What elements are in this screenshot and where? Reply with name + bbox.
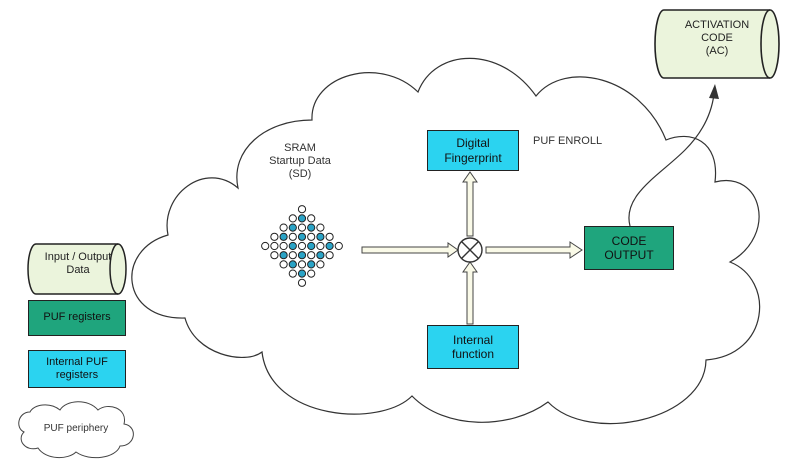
sram-cell-clear — [279, 223, 288, 232]
legend-puf-registers-box: PUF registers — [28, 300, 126, 336]
sram-cell-set — [288, 223, 297, 232]
sram-cell-clear — [297, 205, 307, 214]
sram-cell-set — [297, 232, 307, 241]
sram-cell-clear — [316, 241, 325, 251]
activation-code-line1: ACTIVATION — [684, 19, 750, 31]
sram-cell-set — [279, 232, 288, 241]
sram-cell-clear — [334, 241, 343, 251]
legend-internal-puf-line1: Internal PUF — [46, 355, 108, 368]
legend-io-data-label: Input / Output Data — [30, 251, 126, 277]
legend-io-data-line2: Data — [66, 264, 90, 277]
arrow-internal-to-xor — [462, 261, 478, 325]
legend-internal-puf-line2: registers — [55, 369, 99, 381]
sram-cell-clear — [279, 241, 288, 251]
digital-fingerprint-line2: Fingerprint — [444, 150, 502, 165]
sram-cell-clear — [307, 251, 316, 260]
sram-cell-clear — [325, 232, 334, 241]
sram-cell-clear — [316, 223, 325, 232]
legend-io-data-cylinder — [27, 243, 127, 295]
sram-cell-clear — [288, 269, 297, 278]
sram-cell-set — [325, 241, 334, 251]
sram-cell-set — [288, 241, 297, 251]
arrow-code-to-activation-head — [709, 84, 719, 99]
arrow-xor-to-fingerprint — [462, 171, 478, 237]
sram-cell-clear — [316, 260, 325, 269]
legend-io-data-line1: Input / Output — [44, 251, 112, 263]
sram-cell-clear — [270, 232, 279, 241]
puf-periphery-cloud — [131, 57, 761, 425]
code-output-line2: OUTPUT — [604, 248, 654, 262]
digital-fingerprint-box: Digital Fingerprint — [427, 130, 519, 171]
sram-cell-set — [297, 214, 307, 223]
internal-function-line1: Internal — [452, 332, 494, 347]
sram-cell-clear — [288, 232, 297, 241]
code-output-line1: CODE — [611, 233, 647, 248]
sram-cell-clear — [297, 260, 307, 269]
legend-internal-puf-registers-box: Internal PUF registers — [28, 350, 126, 388]
legend-puf-periphery-label: PUF periphery — [43, 423, 109, 434]
legend-periphery-cloud — [18, 401, 134, 459]
activation-code-line3: (AC) — [705, 45, 729, 58]
sram-cell-clear — [325, 251, 334, 260]
arrow-sram-to-xor — [361, 242, 459, 258]
activation-code-line2: CODE — [701, 32, 733, 45]
sram-cell-clear — [297, 241, 307, 251]
sram-cell-clear — [307, 269, 316, 278]
sram-cell-clear — [288, 251, 297, 260]
activation-code-store — [654, 9, 780, 79]
digital-fingerprint-line1: Digital — [456, 136, 490, 151]
sram-cell-clear — [307, 214, 316, 223]
sram-label-line2: Startup Data — [269, 155, 331, 168]
sram-cell-set — [297, 251, 307, 260]
sram-cell-clear — [261, 241, 270, 251]
sram-cell-clear — [270, 251, 279, 260]
sram-cell-set — [307, 241, 316, 251]
combiner-xor-node — [457, 237, 483, 263]
arrow-code-to-activation — [628, 93, 715, 227]
internal-function-line2: function — [451, 347, 495, 361]
sram-label: SRAM Startup Data (SD) — [250, 142, 350, 182]
sram-cell-set — [316, 251, 325, 260]
arrow-xor-to-code — [485, 241, 583, 259]
sram-cell-set — [297, 269, 307, 278]
sram-cell-lattice — [261, 205, 343, 287]
puf-enroll-label: PUF ENROLL — [533, 135, 603, 147]
sram-cell-clear — [279, 260, 288, 269]
sram-cell-set — [279, 251, 288, 260]
sram-cell-clear — [297, 278, 307, 287]
sram-cell-clear — [307, 232, 316, 241]
legend-puf-registers-label: PUF registers — [43, 311, 111, 324]
internal-function-box: Internal function — [427, 325, 519, 369]
sram-cell-clear — [270, 241, 279, 251]
code-output-box: CODE OUTPUT — [584, 226, 674, 270]
sram-label-line3: (SD) — [288, 168, 312, 181]
sram-cell-set — [307, 223, 316, 232]
sram-cell-set — [316, 232, 325, 241]
sram-label-line1: SRAM — [284, 142, 316, 154]
activation-code-label: ACTIVATION CODE (AC) — [664, 19, 770, 59]
sram-cell-set — [288, 260, 297, 269]
sram-cell-clear — [288, 214, 297, 223]
sram-cell-clear — [297, 223, 307, 232]
sram-cell-set — [307, 260, 316, 269]
